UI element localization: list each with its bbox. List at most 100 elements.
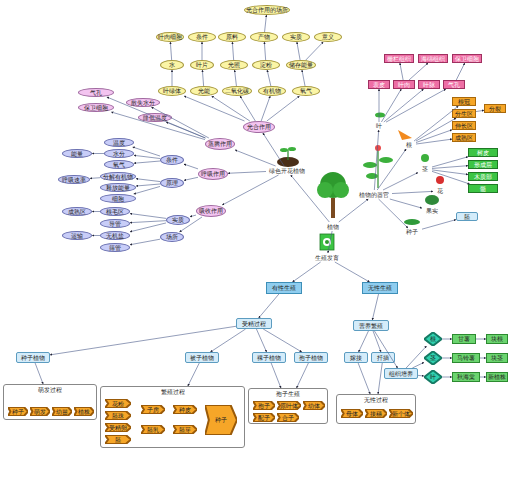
pink-box: 叶肉 <box>393 80 415 89</box>
pink-ellipse: 蒸腾作用 <box>205 138 235 150</box>
node-label: 果实 <box>422 207 442 215</box>
outline <box>253 401 275 410</box>
connector <box>263 329 302 352</box>
arrow-shape: 孢子 <box>253 401 275 410</box>
yellow-ellipse: 叶片 <box>190 60 214 70</box>
node-text: 原理 <box>166 180 178 186</box>
connector <box>416 118 456 141</box>
group-box: 孢子生殖孢子原叶体幼体配子合子 <box>248 388 328 424</box>
node-text: 根 <box>406 142 412 148</box>
yellow-ellipse: 淀粉 <box>252 60 280 70</box>
connector <box>136 184 160 186</box>
connector <box>134 161 160 163</box>
connector <box>267 96 300 121</box>
connector <box>377 149 406 190</box>
node-text: 裸子植物 <box>257 355 281 361</box>
connector <box>170 42 171 60</box>
connector <box>432 170 468 175</box>
connector <box>406 346 426 368</box>
node-text: 叶脉 <box>423 82 435 88</box>
node-text: 原叶体 <box>280 403 298 409</box>
connector <box>134 155 160 158</box>
node-text: 海绵组织 <box>421 56 445 62</box>
node-text: 温度 <box>113 140 125 146</box>
yellow-ellipse: 叶绿体 <box>158 86 186 96</box>
pink-ellipse: 散失水分 <box>126 98 160 107</box>
node-text: 马铃薯 <box>457 355 475 361</box>
light-box: 营养繁殖 <box>353 320 389 331</box>
node-text: 实质 <box>172 217 184 223</box>
node-text: 导管 <box>109 221 121 227</box>
connector <box>442 358 452 359</box>
green-box: 树皮 <box>468 148 498 157</box>
yellow-ellipse: 二氧化碳 <box>222 86 252 96</box>
connector <box>335 262 370 282</box>
outline <box>105 435 131 444</box>
node-text: 呼吸速率 <box>62 177 86 183</box>
connector <box>92 211 100 212</box>
connector <box>476 110 484 111</box>
node-text: 产物 <box>258 34 270 40</box>
light-box: 种子植物 <box>16 352 50 363</box>
connector <box>133 147 160 156</box>
node-text: 成熟区 <box>455 135 473 141</box>
outline <box>253 413 275 422</box>
outline <box>141 425 165 434</box>
pink-ellipse: 降低温度 <box>138 113 172 122</box>
flowering-plant-icon <box>363 145 393 188</box>
node-text: 种皮 <box>179 407 191 413</box>
node-text: 能量 <box>71 151 83 157</box>
light-box: 受精过程 <box>236 318 272 329</box>
arrow-shape: 种子 <box>8 407 28 416</box>
node-label: 种子 <box>402 228 422 236</box>
blue-ellipse: 温度 <box>104 138 134 147</box>
connector <box>416 130 452 143</box>
yellow-ellipse: 光合作用的场所 <box>244 5 290 15</box>
node-text: 髓 <box>480 186 486 192</box>
connector <box>271 363 281 388</box>
outline <box>424 351 441 364</box>
connector <box>184 96 244 121</box>
node-text: 被子植物 <box>190 355 214 361</box>
connector <box>184 177 198 180</box>
node-text: 母体 <box>346 411 358 417</box>
arrow-shape: 花粉 <box>105 399 131 408</box>
pink-ellipse: 气孔 <box>78 88 114 97</box>
yellow-ellipse: 条件 <box>188 32 216 42</box>
pink-box: 气孔 <box>443 80 465 89</box>
connector <box>476 339 486 340</box>
node-label: 根 <box>402 141 416 149</box>
node-text: 保卫细胞 <box>84 105 108 111</box>
node-text: 分解有机物 <box>103 174 133 180</box>
connector <box>383 173 418 191</box>
node-text: 新个体 <box>392 411 410 417</box>
node-text: 条件 <box>196 34 208 40</box>
outline <box>52 407 72 416</box>
arrow-shape: 种子 <box>205 405 237 435</box>
connector <box>306 42 323 60</box>
green-box: 秋海棠 <box>452 372 480 382</box>
node-text: 气孔 <box>448 82 460 88</box>
node-text: 叶 <box>376 123 382 129</box>
arrow-shape: 胚乳 <box>141 425 165 434</box>
node-text: 合子 <box>282 415 294 421</box>
blue-ellipse: 分解有机物 <box>100 172 136 181</box>
pink-box: 栅栏组织 <box>384 54 414 63</box>
node-text: 植物 <box>327 224 339 230</box>
connector <box>210 329 245 352</box>
node-text: 呼吸作用 <box>201 171 225 177</box>
connector <box>339 199 368 222</box>
yellow-ellipse: 光能 <box>190 86 218 96</box>
blue-ellipse: 成熟区 <box>62 207 92 216</box>
connector <box>400 63 403 80</box>
connector <box>267 70 271 86</box>
outline <box>365 409 387 418</box>
connector <box>432 171 470 184</box>
node-text: 根 <box>430 336 436 342</box>
outline <box>389 409 413 418</box>
node-text: 实质 <box>290 34 302 40</box>
connector <box>359 331 369 352</box>
node-text: 果实 <box>426 208 438 214</box>
connector <box>261 96 270 121</box>
